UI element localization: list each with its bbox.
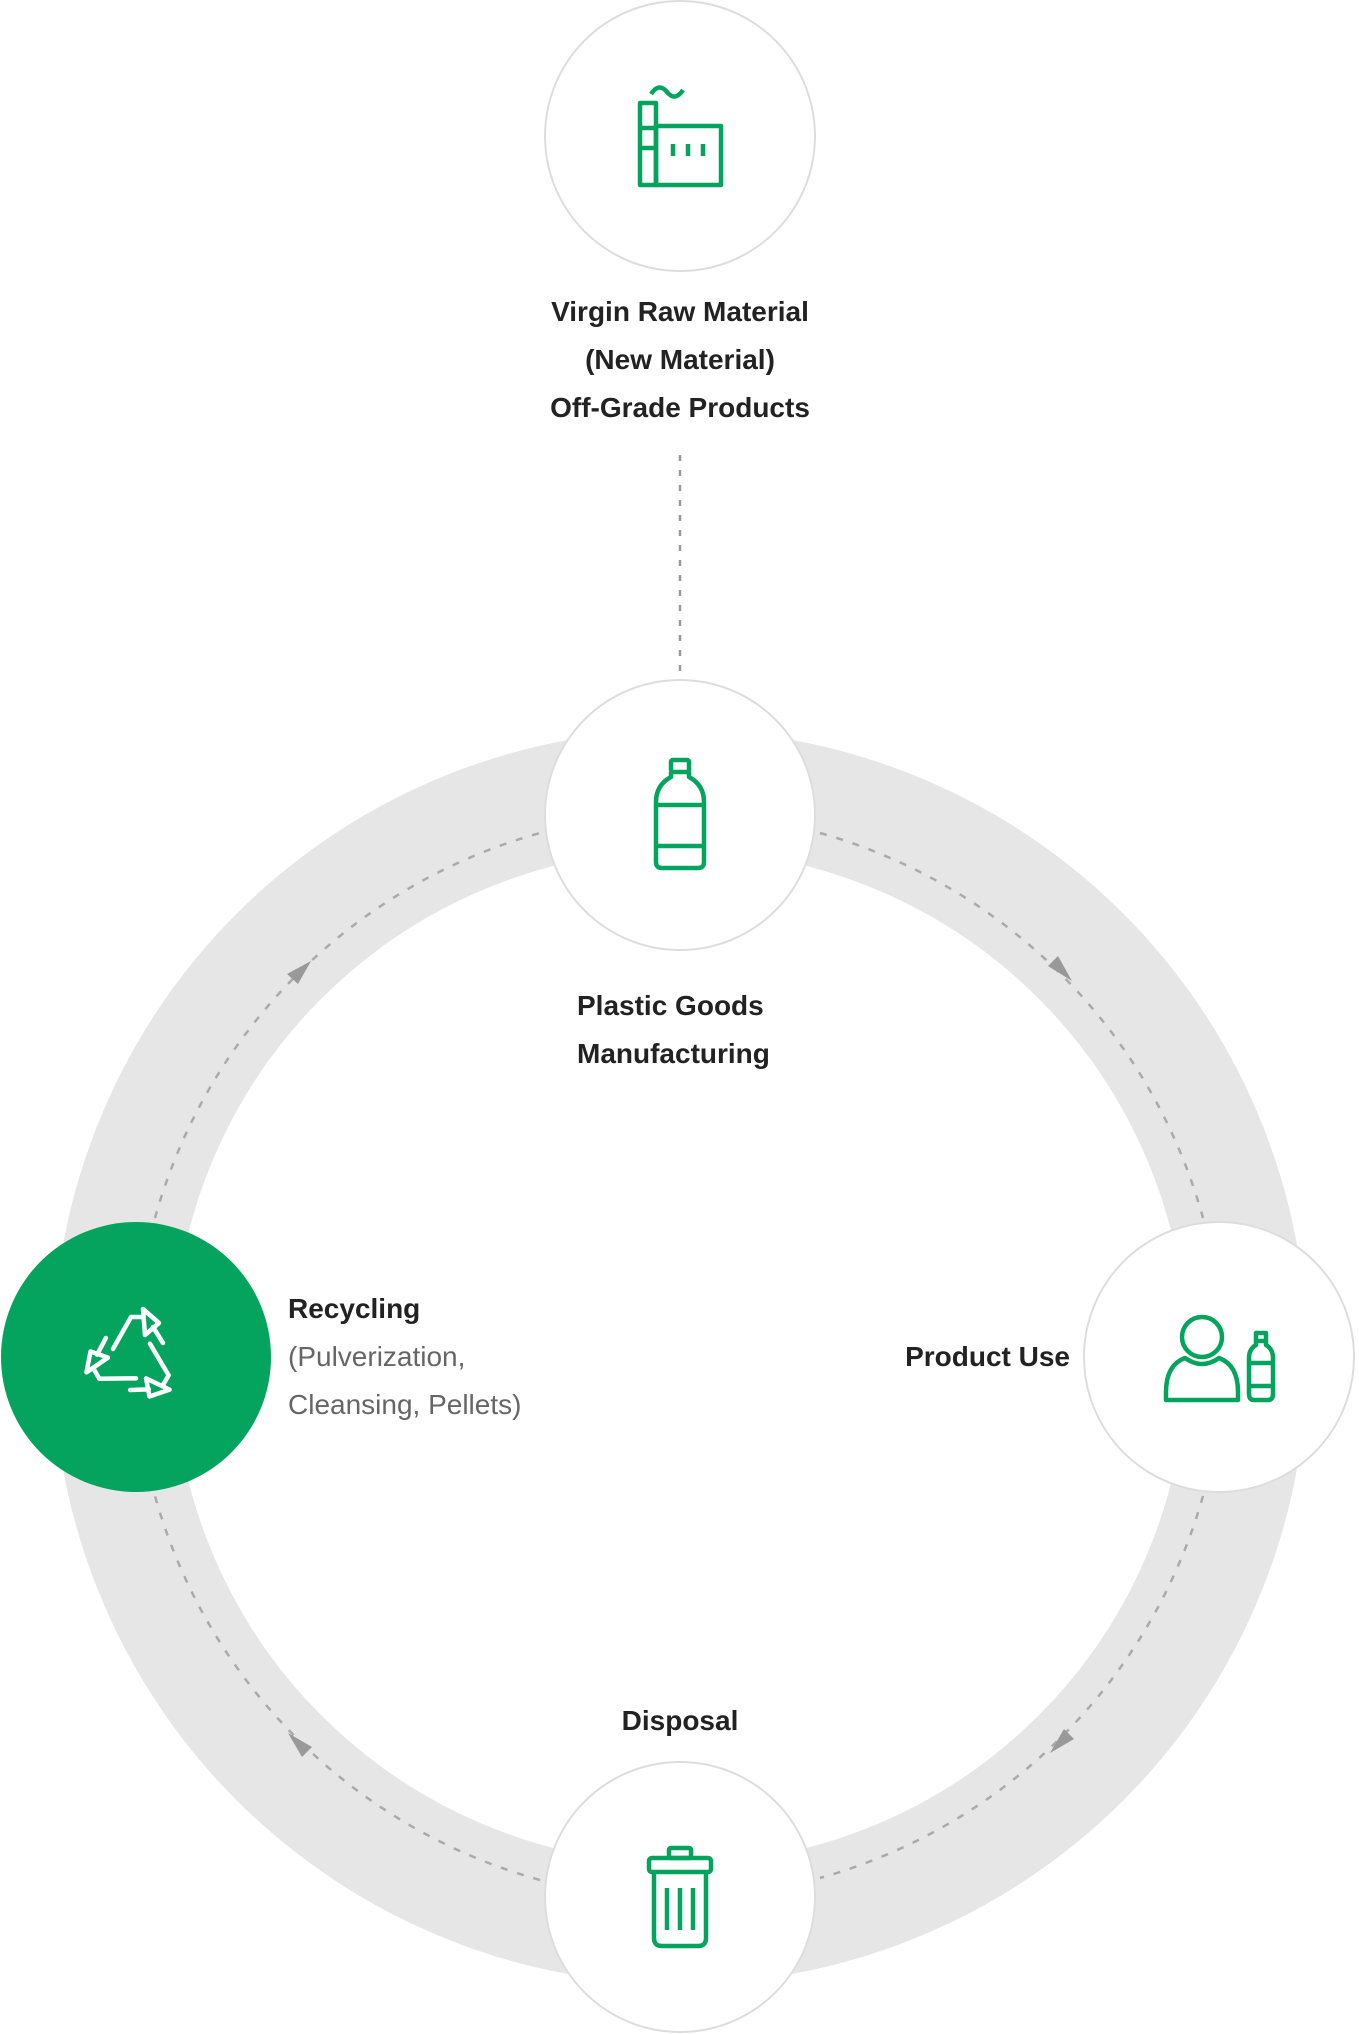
cycle-ring (53, 730, 1307, 1984)
recycling-title: Recycling (288, 1293, 421, 1324)
recycling-node (1, 1222, 271, 1492)
manufacturing-node (544, 679, 816, 951)
person-with-bottle-icon (1163, 1314, 1276, 1403)
recycling-detail-line-1: (Pulverization, (288, 1341, 466, 1372)
source-label-line-3: Off-Grade Products (550, 392, 810, 423)
disposal-node (544, 1761, 816, 2033)
source-node (544, 0, 816, 272)
source-label: Virgin Raw Material (New Material) Off-G… (480, 288, 880, 432)
recycling-detail-line-2: Cleansing, Pellets) (288, 1389, 522, 1420)
recycling-label: Recycling (Pulverization, Cleansing, Pel… (288, 1285, 648, 1429)
manufacturing-label-line-2: Manufacturing (577, 1038, 770, 1069)
recycle-icon (84, 1306, 172, 1399)
trash-can-icon (646, 1845, 714, 1949)
disposal-label: Disposal (621, 1705, 739, 1736)
source-label-line-2: (New Material) (585, 344, 775, 375)
arrow-top-left (287, 961, 311, 984)
product-use-label: Product Use (905, 1341, 1070, 1372)
flow-arrows (287, 956, 1074, 1757)
factory-icon (637, 85, 724, 188)
arrow-bottom-left (288, 1733, 312, 1757)
plastic-bottle-icon (653, 757, 707, 871)
source-label-line-1: Virgin Raw Material (551, 296, 809, 327)
manufacturing-label: Plastic Goods Manufacturing (577, 982, 897, 1078)
product-use-node (1083, 1221, 1355, 1493)
manufacturing-label-line-1: Plastic Goods (577, 990, 764, 1021)
arrow-bottom-right (1050, 1729, 1074, 1753)
arrow-top-right (1048, 956, 1072, 981)
